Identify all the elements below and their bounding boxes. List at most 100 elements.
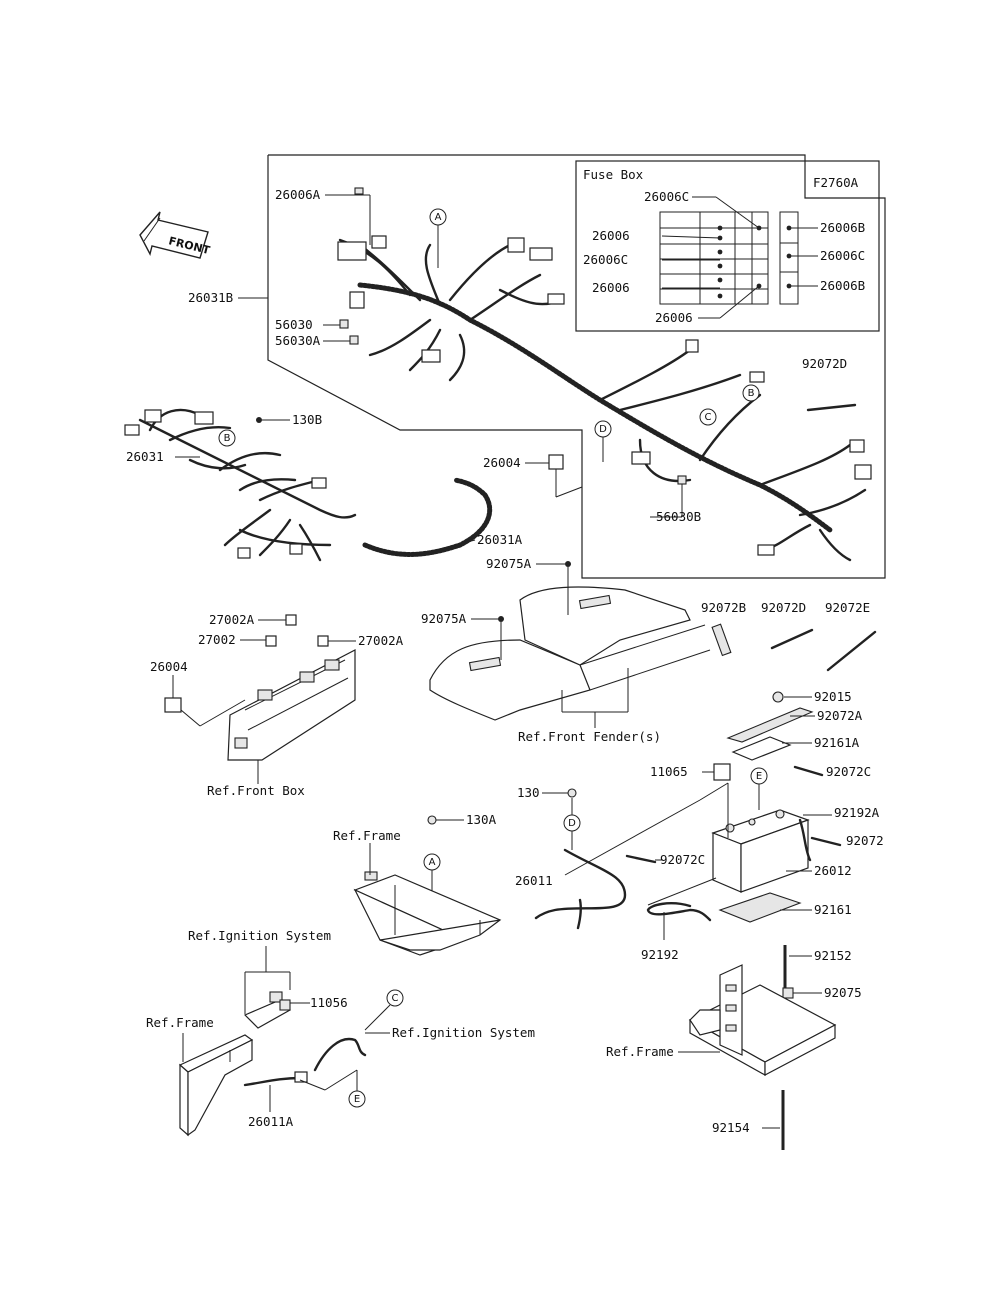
part-92072C-a	[793, 765, 824, 777]
svg-text:A: A	[429, 857, 436, 868]
label-92072C-a: 92072C	[826, 764, 871, 779]
part-92072	[810, 836, 842, 847]
part-92072D	[770, 628, 814, 650]
marker-B-left: B	[218, 429, 236, 447]
label-92075A-b: 92075A	[421, 611, 467, 626]
svg-text:C: C	[705, 412, 712, 423]
relay-11056	[243, 991, 291, 1029]
part-26004-left	[164, 697, 182, 713]
label-26004-top: 26004	[483, 455, 521, 470]
label-ref-front-fender: Ref.Front Fender(s)	[518, 729, 661, 744]
frame-front-section	[353, 871, 502, 956]
part-92161	[718, 892, 802, 923]
svg-text:E: E	[354, 1094, 360, 1105]
label-92072: 92072	[846, 833, 884, 848]
fuse-box-grid	[659, 196, 818, 319]
battery-tray-frame	[688, 964, 837, 1077]
label-11056: 11056	[310, 995, 348, 1010]
svg-text:B: B	[224, 433, 231, 444]
ignition-lead	[313, 1037, 367, 1072]
frame-ignition-bracket	[178, 1034, 254, 1137]
label-92152: 92152	[814, 948, 852, 963]
label-26031: 26031	[126, 449, 164, 464]
label-26006A: 26006A	[275, 187, 321, 202]
svg-text:D: D	[599, 424, 607, 435]
label-26006-c: 26006	[592, 280, 630, 295]
label-92072B: 92072B	[701, 600, 746, 615]
label-92075: 92075	[824, 985, 862, 1000]
svg-text:D: D	[568, 818, 576, 829]
label-26011: 26011	[515, 873, 553, 888]
part-92075	[782, 987, 794, 999]
svg-text:A: A	[435, 212, 442, 223]
front-arrow-icon: FRONT	[139, 211, 212, 259]
marker-C-harness: C	[699, 408, 717, 426]
label-92075A-a: 92075A	[486, 556, 532, 571]
fuse-box-title: Fuse Box	[583, 167, 644, 182]
label-26006-a: 26006	[592, 228, 630, 243]
part-92192	[646, 902, 712, 922]
fuse-box-frame	[575, 160, 880, 332]
label-92161: 92161	[814, 902, 852, 917]
part-92161A	[731, 736, 792, 761]
svg-text:C: C	[392, 993, 399, 1004]
label-ref-front-box: Ref.Front Box	[207, 783, 305, 798]
part-26004-top	[548, 454, 564, 470]
label-56030B: 56030B	[656, 509, 701, 524]
label-92192A: 92192A	[834, 805, 880, 820]
label-26031A: 26031A	[477, 532, 523, 547]
part-92015	[772, 691, 784, 703]
front-fender-group	[429, 586, 711, 721]
harness-26031A	[362, 477, 493, 557]
marker-C-ignition: C	[364, 989, 404, 1031]
label-27002: 27002	[198, 632, 236, 647]
label-92015: 92015	[814, 689, 852, 704]
label-56030A: 56030A	[275, 333, 321, 348]
label-26006C-b: 26006C	[583, 252, 628, 267]
label-26004-left: 26004	[150, 659, 188, 674]
cable-26011A	[243, 1076, 302, 1087]
label-27002A-a: 27002A	[209, 612, 255, 627]
label-26006B-a: 26006B	[820, 220, 865, 235]
label-92192: 92192	[641, 947, 679, 962]
label-130: 130	[517, 785, 540, 800]
label-92072E: 92072E	[825, 600, 870, 615]
part-92072D-top	[806, 403, 857, 412]
label-130A: 130A	[466, 812, 497, 827]
label-ref-frame-tray: Ref.Frame	[606, 1044, 674, 1059]
label-92072A: 92072A	[817, 708, 863, 723]
part-92072B	[711, 623, 732, 657]
marker-D-harness: D	[594, 420, 612, 462]
label-26006C-top: 26006C	[644, 189, 689, 204]
marker-E-ignition: E	[299, 1069, 366, 1108]
diagram-code: F2760A	[813, 175, 859, 190]
label-92072D-b: 92072D	[761, 600, 806, 615]
label-92154: 92154	[712, 1120, 750, 1135]
marker-A-frame: A	[423, 853, 441, 905]
label-26011A: 26011A	[248, 1114, 294, 1129]
part-130A	[427, 815, 437, 825]
part-11065	[713, 763, 731, 781]
label-56030: 56030	[275, 317, 313, 332]
cable-26011	[534, 848, 627, 920]
label-ref-ignition-a: Ref.Ignition System	[188, 928, 331, 943]
label-ref-ignition-b: Ref.Ignition System	[392, 1025, 535, 1040]
label-26031B: 26031B	[188, 290, 233, 305]
marker-E-battery: E	[750, 767, 768, 810]
part-130B	[256, 417, 262, 423]
label-92072D-top: 92072D	[802, 356, 847, 371]
label-27002A-b: 27002A	[358, 633, 404, 648]
svg-text:B: B	[748, 388, 755, 399]
label-92072C-b: 92072C	[660, 852, 705, 867]
part-92072E	[826, 630, 877, 672]
part-92072C-b	[625, 854, 657, 864]
marker-D-cable: D	[563, 798, 581, 850]
label-26006B-b: 26006B	[820, 278, 865, 293]
marker-B-harness: B	[742, 384, 760, 402]
front-box-assembly	[227, 614, 356, 761]
part-92192A	[798, 818, 812, 862]
marker-A-harness: A	[429, 208, 447, 268]
label-ref-frame-ignition: Ref.Frame	[146, 1015, 214, 1030]
label-26006-d: 26006	[655, 310, 693, 325]
